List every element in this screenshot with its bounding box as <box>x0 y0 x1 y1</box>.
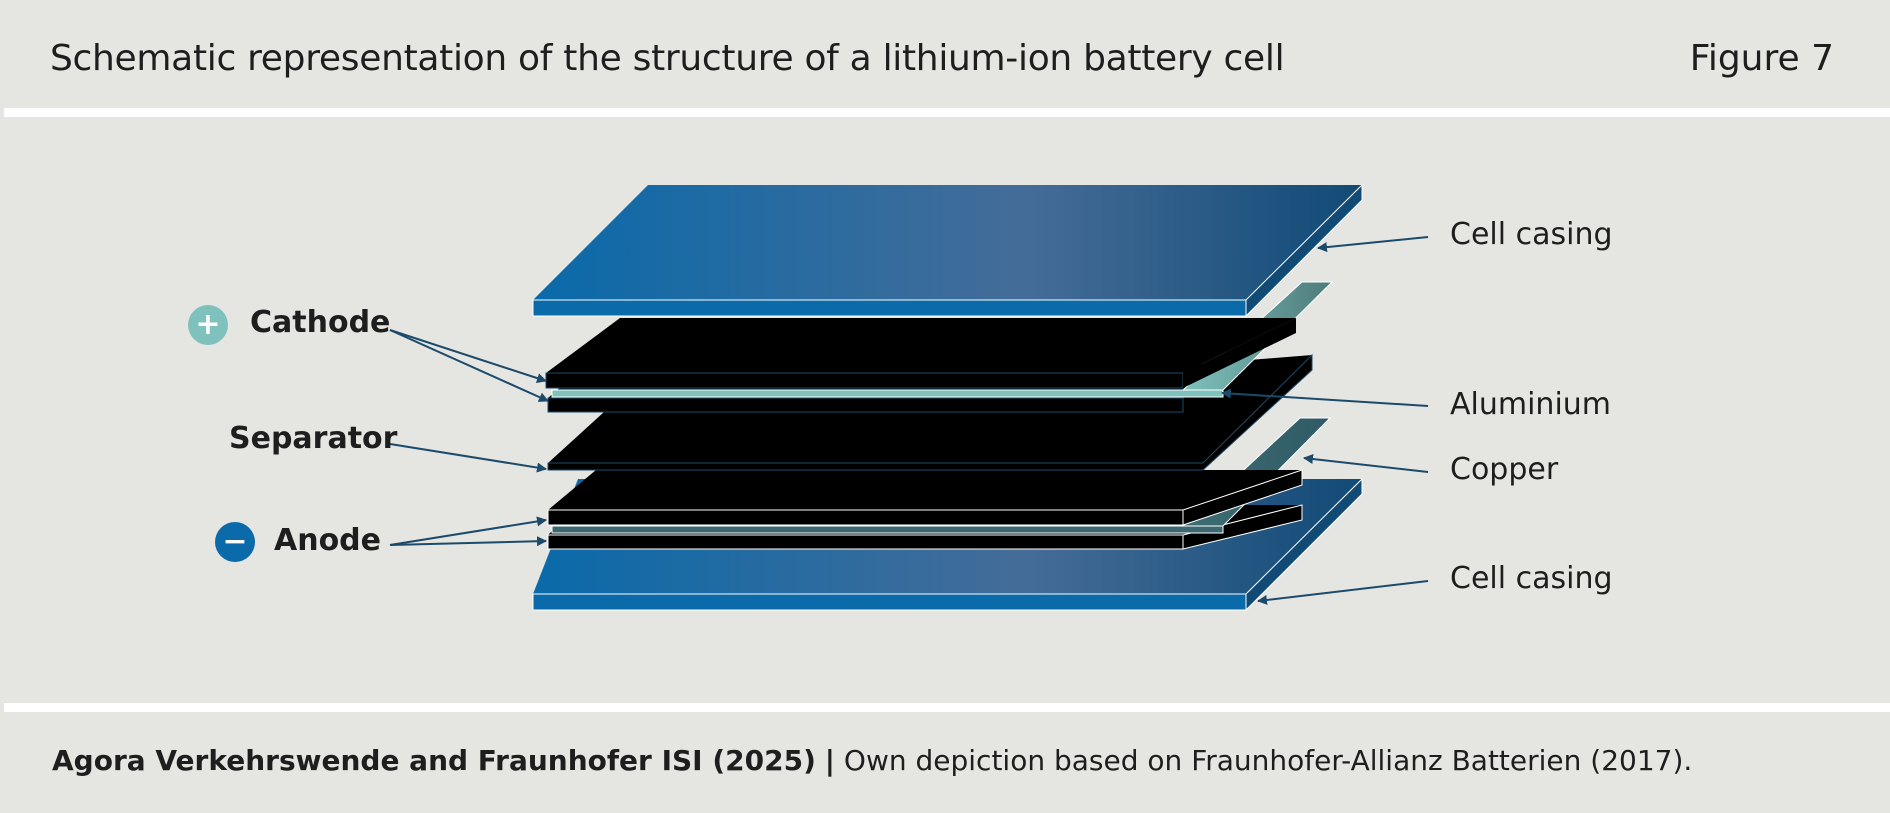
copper-label: Copper <box>1450 452 1559 487</box>
cathode-label: Cathode <box>250 305 391 340</box>
anode-arrow-2 <box>389 536 547 547</box>
cell-casing-top <box>532 183 1363 318</box>
source-separator: | <box>824 744 836 777</box>
cell-casing-top-arrow <box>1317 236 1429 253</box>
plus-icon: + <box>188 305 228 345</box>
cell-casing-top-label: Cell casing <box>1450 217 1613 252</box>
cell-casing-bottom-arrow <box>1257 580 1429 605</box>
source-note: Own depiction based on Fraunhofer-Allian… <box>843 744 1693 777</box>
minus-icon: − <box>215 522 255 562</box>
aluminium-label: Aluminium <box>1450 387 1612 422</box>
source-line: Agora Verkehrswende and Fraunhofer ISI (… <box>52 744 1692 777</box>
separator-label: Separator <box>229 421 398 456</box>
cathode-layer-upper <box>545 318 1296 389</box>
anode-label: Anode <box>274 523 382 558</box>
page-title: Schematic representation of the structur… <box>50 38 1285 79</box>
battery-cell-illustration <box>389 183 1429 612</box>
source-credit: Agora Verkehrswende and Fraunhofer ISI (… <box>52 744 816 777</box>
battery-diagram: + Cathode Separator − Anode Cell casing … <box>0 117 1890 703</box>
leader-arrows <box>389 236 1429 605</box>
bottom-divider <box>4 703 1890 712</box>
header: Schematic representation of the structur… <box>0 0 1890 110</box>
top-divider <box>4 108 1890 117</box>
figure-number: Figure 7 <box>1689 38 1834 79</box>
cathode-arrow-2 <box>389 329 549 402</box>
cathode-arrow-1 <box>389 329 547 383</box>
aluminium-arrow <box>1221 388 1429 407</box>
cell-casing-bottom-label: Cell casing <box>1450 561 1613 596</box>
anode-arrow-1 <box>389 516 547 546</box>
anode-layer-upper <box>547 469 1303 526</box>
copper-arrow <box>1303 454 1429 473</box>
separator-arrow <box>389 443 547 473</box>
